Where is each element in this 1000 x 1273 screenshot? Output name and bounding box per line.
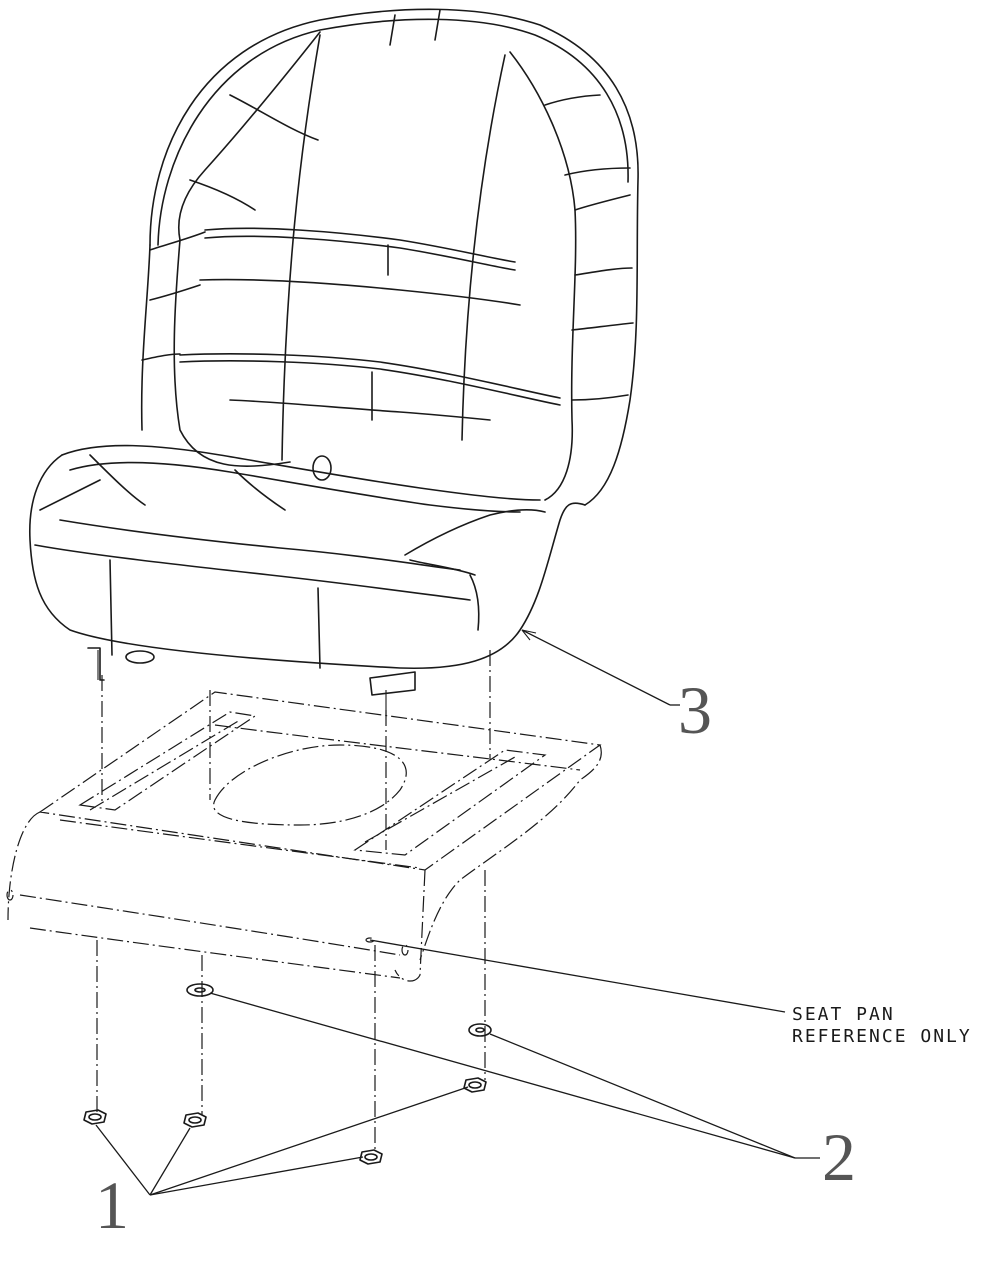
seat-pan-note-line2: REFERENCE ONLY (792, 1026, 972, 1047)
seat-pan-note-line1: SEAT PAN (792, 1004, 895, 1025)
callout-number-2: 2 (822, 1119, 856, 1195)
leader-lines (95, 629, 820, 1196)
nuts (83, 1077, 487, 1165)
callout-number-1: 1 (95, 1167, 129, 1243)
callout-number-3: 3 (678, 672, 712, 748)
seat-backrest (140, 8, 639, 506)
washers (186, 983, 492, 1037)
alignment-centerlines (96, 650, 491, 1150)
seat-cushion (29, 444, 586, 715)
seat-pan (6, 691, 602, 982)
